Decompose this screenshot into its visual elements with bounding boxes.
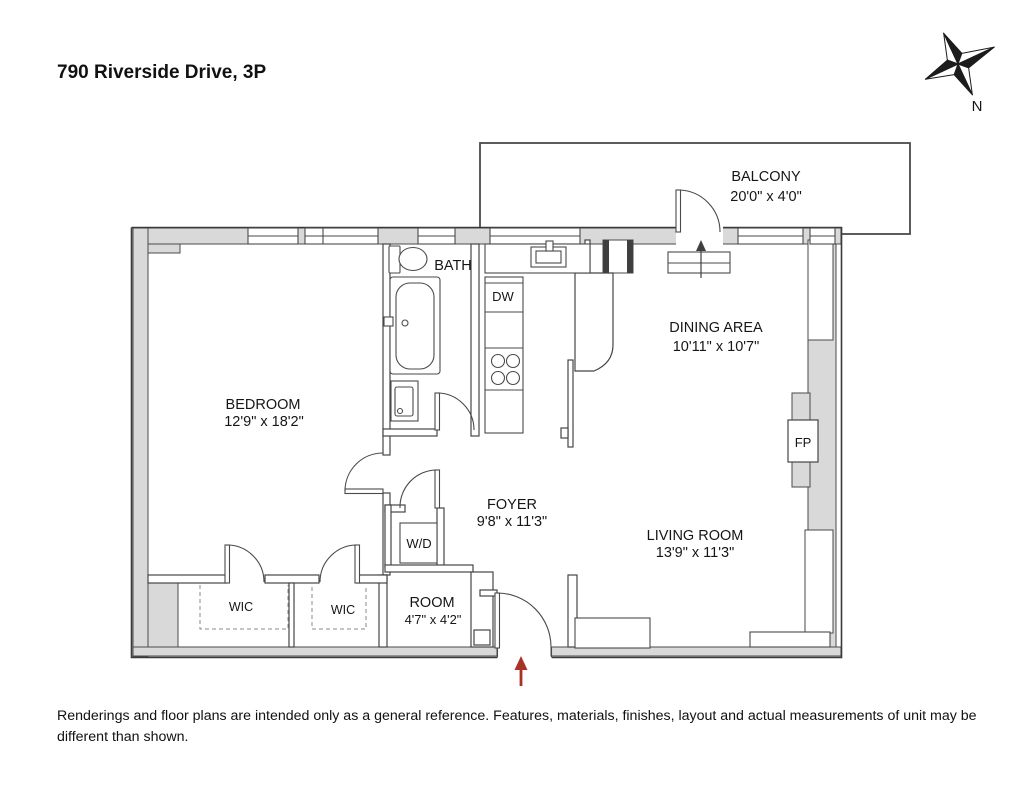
balcony-dims: 20'0" x 4'0" — [730, 189, 801, 205]
washer-dryer-door — [399, 469, 441, 509]
kitchen-window — [489, 227, 581, 245]
dining-window-2 — [809, 227, 836, 245]
wic-left-label: WIC — [229, 600, 253, 614]
wic-left-rod — [199, 585, 289, 630]
small-room-dims: 4'7" x 4'2" — [405, 612, 462, 627]
steps-up-arrow-icon — [696, 240, 706, 251]
unit-outline — [130, 226, 843, 659]
wic-right-door — [319, 544, 361, 584]
bathroom-sink — [390, 380, 419, 422]
north-compass-icon — [924, 32, 995, 96]
bathroom — [383, 245, 441, 422]
bedroom-window-1 — [247, 227, 299, 245]
living-room-bench-right — [749, 631, 831, 648]
living-room-label: LIVING ROOM — [647, 528, 744, 544]
wic-right-rod — [311, 587, 367, 630]
wic-left-door — [224, 544, 265, 584]
bath-label: BATH — [434, 258, 472, 274]
dining-column — [602, 239, 634, 274]
bath-window — [417, 227, 456, 245]
dining-dims: 10'11" x 10'7" — [673, 339, 760, 355]
bedroom-dims: 12'9" x 18'2" — [224, 414, 304, 430]
bathtub — [383, 276, 441, 375]
dining-label: DINING AREA — [669, 320, 763, 336]
fireplace-label: FP — [795, 435, 812, 450]
bedroom-door — [344, 452, 384, 495]
entry-arrow-icon — [514, 656, 528, 686]
windows — [247, 227, 836, 245]
toilet — [388, 245, 428, 274]
living-room-dims: 13'9" x 11'3" — [656, 545, 734, 561]
dishwasher-label: DW — [492, 289, 514, 304]
balcony-area: BALCONY 20'0" x 4'0" — [479, 142, 911, 235]
kitchen-sink — [530, 240, 567, 268]
small-room-label: ROOM — [409, 595, 454, 611]
balcony-door — [675, 189, 723, 245]
dining-window-1 — [737, 227, 804, 245]
entry-door — [494, 592, 553, 657]
foyer-label: FOYER — [487, 497, 537, 513]
disclaimer-text: Renderings and floor plans are intended … — [57, 708, 977, 746]
east-wall-window-bay — [804, 529, 834, 634]
stove — [490, 353, 521, 386]
washer-dryer: W/D — [399, 522, 438, 564]
foyer-dims: 9'8" x 11'3" — [477, 514, 547, 530]
north-label: N — [972, 98, 983, 115]
kitchen-peninsula — [574, 272, 614, 372]
page-title: 790 Riverside Drive, 3P — [57, 62, 267, 83]
balcony-label: BALCONY — [731, 169, 801, 185]
balcony-steps — [667, 240, 731, 278]
bedroom-window-2 — [304, 227, 379, 245]
wic-right-label: WIC — [331, 603, 355, 617]
bedroom-label: BEDROOM — [226, 397, 301, 413]
east-wall-recess-upper — [807, 239, 834, 341]
interior-walls — [147, 239, 614, 648]
bath-door — [434, 392, 475, 431]
fireplace: FP — [787, 419, 819, 463]
washer-dryer-label: W/D — [406, 536, 431, 551]
living-room-bench-left — [574, 617, 651, 649]
kitchen: DW — [484, 240, 591, 434]
